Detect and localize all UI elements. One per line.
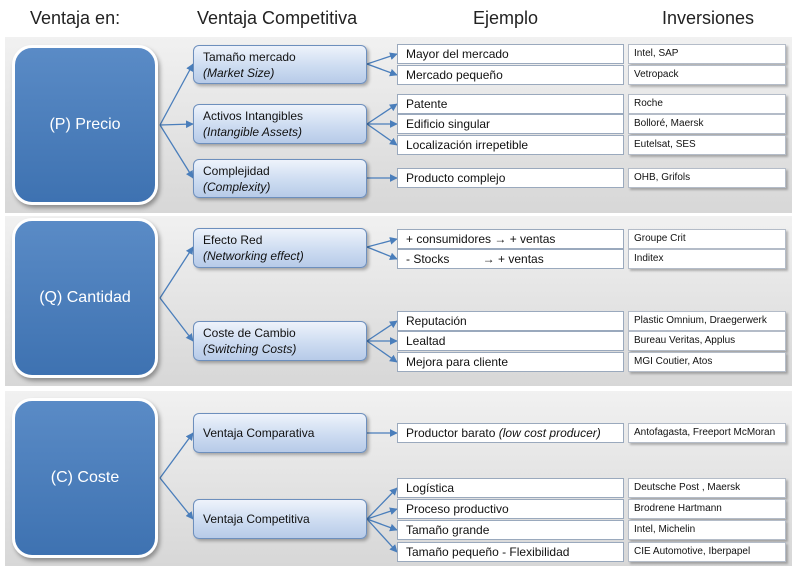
investment-item: CIE Automotive, Iberpapel	[628, 542, 786, 562]
category-cantidad: (Q) Cantidad	[12, 218, 158, 378]
advantage-complejidad: Complejidad (Complexity)	[193, 159, 367, 198]
investment-item: MGI Coutier, Atos	[628, 352, 786, 372]
investment-item: Antofagasta, Freeport McMoran	[628, 423, 786, 443]
advantage-label: Efecto Red	[203, 233, 263, 247]
example-item: Producto complejo	[397, 168, 624, 188]
advantage-label-en: (Complexity)	[203, 179, 271, 194]
investment-item: Vetropack	[628, 65, 786, 85]
investment-item: Roche	[628, 94, 786, 114]
investment-item: Bolloré, Maersk	[628, 114, 786, 134]
example-item: Mercado pequeño	[397, 65, 624, 85]
investment-item: Plastic Omnium, Draegerwerk	[628, 311, 786, 331]
advantage-tamano-mercado: Tamaño mercado (Market Size)	[193, 45, 367, 84]
advantage-efecto-red: Efecto Red (Networking effect)	[193, 228, 367, 268]
advantage-label-en: (Networking effect)	[203, 249, 304, 263]
example-item: Mayor del mercado	[397, 44, 624, 64]
category-coste: (C) Coste	[12, 398, 158, 558]
investment-item: Intel, Michelin	[628, 520, 786, 540]
advantage-ventaja-competitiva: Ventaja Competitiva	[193, 499, 367, 539]
investment-item: Inditex	[628, 249, 786, 269]
example-item: Logística	[397, 478, 624, 498]
example-item: + consumidores → + ventas	[397, 229, 624, 249]
advantage-label: Ventaja Competitiva	[203, 512, 310, 526]
header-ejemplo: Ejemplo	[473, 8, 539, 28]
investment-item: Eutelsat, SES	[628, 135, 786, 155]
investment-item: OHB, Grifols	[628, 168, 786, 188]
advantage-coste-de-cambio: Coste de Cambio (Switching Costs)	[193, 321, 367, 361]
advantage-ventaja-comparativa: Ventaja Comparativa	[193, 413, 367, 453]
investment-item: Bureau Veritas, Applus	[628, 331, 786, 351]
example-item: Lealtad	[397, 331, 624, 351]
header-inversiones: Inversiones	[662, 8, 755, 28]
investment-item: Brodrene Hartmann	[628, 499, 786, 519]
example-item: Tamaño pequeño - Flexibilidad	[397, 542, 624, 562]
investment-item: Groupe Crit	[628, 229, 786, 249]
example-item: Reputación	[397, 311, 624, 331]
example-item: Patente	[397, 94, 624, 114]
category-precio: (P) Precio	[12, 45, 158, 205]
advantage-label: Coste de Cambio	[203, 326, 296, 340]
example-item: - Stocks → + ventas	[397, 249, 624, 269]
example-item: Mejora para cliente	[397, 352, 624, 372]
example-item: Tamaño grande	[397, 520, 624, 540]
advantage-label: Activos Intangibles	[203, 109, 304, 123]
advantage-label: Tamaño mercado	[203, 49, 296, 64]
advantage-label: Ventaja Comparativa	[203, 426, 315, 440]
investment-item: Intel, SAP	[628, 44, 786, 64]
advantage-label-en: (Intangible Assets)	[203, 125, 302, 139]
investment-item: Deutsche Post , Maersk	[628, 478, 786, 498]
example-item: Proceso productivo	[397, 499, 624, 519]
example-text-en: (low cost producer)	[498, 426, 601, 440]
example-item: Localización irrepetible	[397, 135, 624, 155]
advantage-label-en: (Market Size)	[203, 65, 275, 80]
example-item: Edificio singular	[397, 114, 624, 134]
advantage-label: Complejidad	[203, 163, 270, 178]
example-item: Productor barato (low cost producer)	[397, 423, 624, 443]
advantage-activos-intangibles: Activos Intangibles (Intangible Assets)	[193, 104, 367, 144]
header-ventaja-en: Ventaja en:	[30, 8, 121, 28]
header-ventaja-competitiva: Ventaja Competitiva	[197, 8, 358, 28]
advantage-label-en: (Switching Costs)	[203, 342, 297, 356]
example-text: Productor barato	[406, 426, 496, 440]
